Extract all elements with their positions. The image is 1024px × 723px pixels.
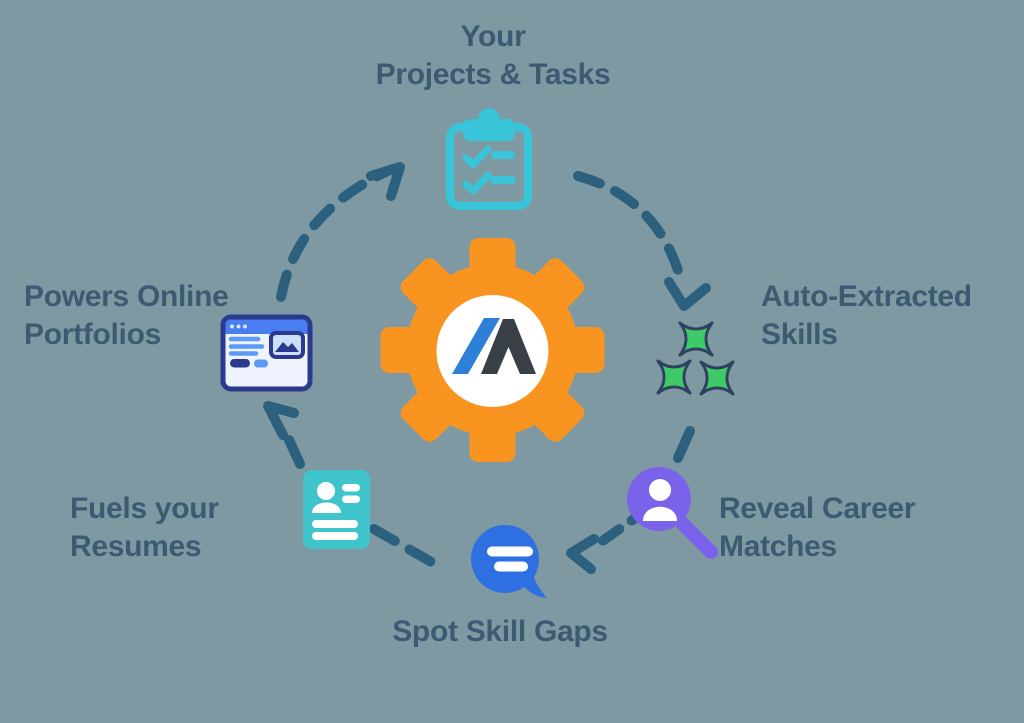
label-reveal-career-matches: Reveal Career Matches (719, 490, 916, 566)
person-silhouette (643, 479, 677, 521)
arrowhead-to-projects (366, 162, 405, 201)
browser-dark-pill (230, 359, 250, 368)
browser-header-dots (230, 324, 247, 329)
label-spot-skill-gaps: Spot Skill Gaps (300, 613, 700, 651)
browser-text-lines (228, 336, 265, 356)
chat-lines (487, 546, 533, 572)
resume-icon (303, 470, 370, 549)
gear-teeth (380, 238, 605, 462)
magnifier-handle (676, 517, 718, 559)
browser-header (225, 319, 308, 334)
gear-icon (380, 238, 605, 462)
label-line: Portfolios (24, 318, 161, 351)
label-line: Auto-Extracted (761, 280, 972, 313)
arc-skills-to-matches (673, 426, 695, 463)
label-line: Projects & Tasks (375, 58, 611, 91)
label-line: Your (460, 20, 526, 53)
arc-gaps-to-resumes (369, 524, 445, 572)
label-line: Resumes (70, 530, 202, 563)
logo-slash (452, 318, 500, 374)
browser-image-thumb (269, 331, 305, 359)
arrowhead-to-gaps (566, 534, 599, 574)
label-line: Powers Online (24, 280, 229, 313)
chat-bubble-shape (471, 525, 547, 598)
logo-peak (481, 319, 536, 374)
arrowhead-to-portfolios (263, 401, 299, 440)
label-line: Skills (761, 318, 838, 351)
label-line: Reveal Career (719, 492, 916, 525)
label-line: Spot Skill Gaps (392, 615, 608, 648)
resume-details (312, 482, 360, 540)
browser-icon (220, 314, 313, 392)
arc-projects-to-skills (573, 171, 686, 285)
browser-light-pill (254, 359, 268, 368)
sparkles-icon (656, 321, 735, 396)
chat-bubble-icon (471, 525, 547, 598)
label-your-projects-tasks: Your Projects & Tasks (293, 18, 693, 94)
clipboard-clip (463, 108, 515, 141)
label-powers-online-portfolios: Powers Online Portfolios (24, 278, 229, 354)
arc-portfolios-to-projects (276, 166, 393, 302)
clipboard-icon (446, 108, 532, 210)
arrow-group (263, 162, 711, 574)
thumb-mountains (275, 342, 299, 352)
label-line: Matches (719, 530, 837, 563)
label-fuels-your-resumes: Fuels your Resumes (70, 490, 219, 566)
label-line: Fuels your (70, 492, 219, 525)
arc-resumes-to-portfolios (284, 435, 305, 469)
person-magnifier-icon (627, 467, 718, 559)
sparkle-group (656, 321, 735, 396)
label-auto-extracted-skills: Auto-Extracted Skills (761, 278, 972, 354)
arrowhead-to-skills (664, 277, 711, 311)
